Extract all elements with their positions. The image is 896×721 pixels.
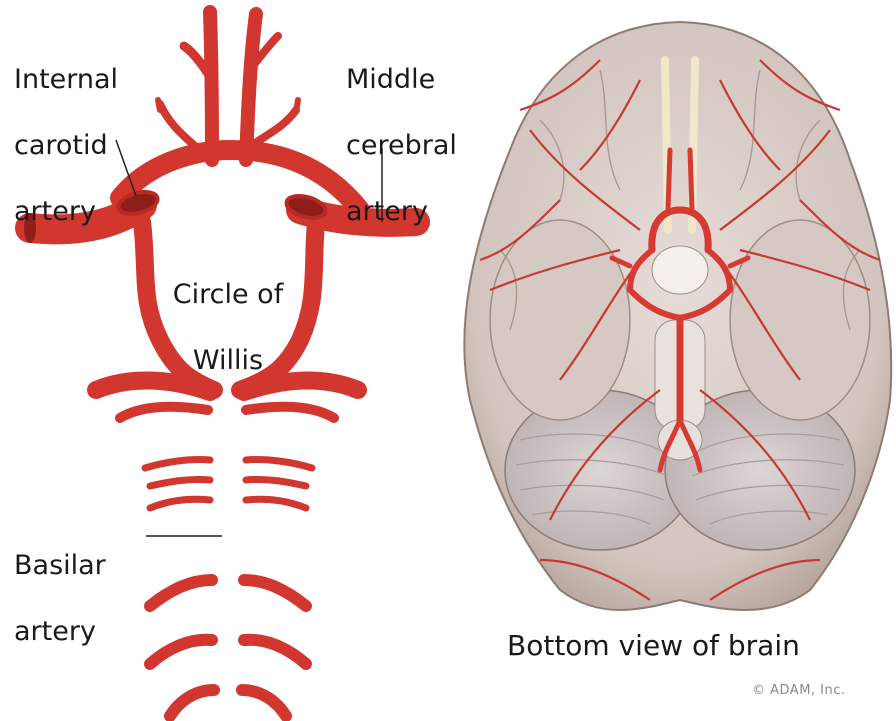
label-line: Internal [14,63,118,96]
label-line: Basilar [14,549,106,582]
circle-of-willis-label: Circle of Willis [156,245,300,410]
label-line: Middle [346,63,457,96]
basilar-artery-label: Basilar artery [14,516,106,681]
label-line: artery [14,615,106,648]
copyright-credit: © ADAM, Inc. [752,683,846,698]
label-line: cerebral [346,129,457,162]
anterior-cerebral-branches [158,12,298,160]
label-line: carotid [14,129,118,162]
internal-carotid-artery-label: Internal carotid artery [14,30,118,261]
label-line: Circle of [156,278,300,311]
label-line: artery [14,195,118,228]
brain-bottom-view [464,22,891,610]
label-line: Willis [156,344,300,377]
middle-cerebral-artery-label: Middle cerebral artery [346,30,457,261]
label-line: artery [346,195,457,228]
bottom-view-caption: Bottom view of brain [507,629,800,662]
